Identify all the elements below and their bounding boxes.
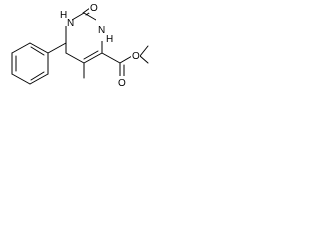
atom-label-o-ester-double: O — [118, 78, 126, 89]
atom-label-n1: N — [67, 18, 74, 29]
bond-c4-c5-double — [83, 50, 99, 60]
bond-ph-6 — [11, 42, 31, 54]
atom-label-h-n1: H — [60, 10, 67, 21]
bond-ph-2 — [11, 73, 31, 85]
bond-ph-c6 — [47, 42, 67, 54]
bond-ph-5 — [29, 42, 49, 54]
bond-c4-c5 — [83, 52, 103, 64]
bond-n1-c2 — [71, 12, 85, 21]
phenyl-ring — [11, 42, 49, 85]
bond-ester-c-o-single — [119, 55, 133, 64]
atom-label-o-ester-single: O — [132, 51, 140, 62]
bond-o-ethyl-1 — [139, 55, 149, 64]
label-bg-o-ester-double — [117, 76, 126, 87]
bond-c2-n3 — [83, 12, 97, 21]
atom-label-o-carbonyl: O — [90, 3, 98, 14]
atom-label-h-n3: H — [106, 34, 113, 45]
bond-c5-c6 — [65, 52, 85, 64]
label-bg-o-carbonyl — [89, 2, 98, 13]
label-bg-o-ester-single — [131, 49, 140, 60]
label-bg-n1 — [62, 15, 72, 26]
bond-c4-ester-c — [101, 52, 121, 64]
molecule-canvas: H N O N H O O — [0, 0, 150, 99]
bond-ph-inner-3 — [30, 46, 45, 56]
atom-label-n3: N — [98, 25, 105, 36]
bond-ph-3 — [29, 73, 49, 85]
label-bg-n3 — [96, 15, 112, 41]
bond-c2-o-a — [82, 7, 91, 14]
bond-ph-inner-2 — [30, 71, 45, 81]
structure-diagram: H N O N H O O — [11, 2, 149, 89]
bond-ethyl-2 — [139, 45, 149, 57]
